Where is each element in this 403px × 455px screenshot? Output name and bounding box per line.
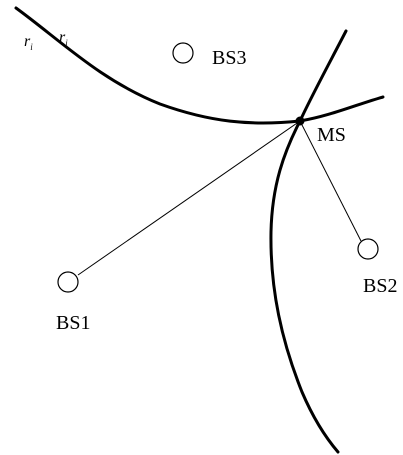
link-ms-bs1 <box>77 120 301 276</box>
mobile-station-marker <box>295 116 305 126</box>
link-ms-bs2 <box>299 120 362 242</box>
curve-label-2-base: r <box>59 29 66 46</box>
range-curve-left <box>14 6 385 125</box>
curve-label-1-base: r <box>24 33 31 50</box>
range-curve-right <box>269 29 348 454</box>
mobile-station-label: MS <box>317 124 346 146</box>
base-station-bs2-marker <box>357 238 379 260</box>
curve-label-2: ri <box>59 29 68 48</box>
base-station-bs2-label: BS2 <box>363 275 397 297</box>
base-station-bs3-label: BS3 <box>212 47 246 69</box>
curve-label-2-sub: i <box>65 38 68 48</box>
base-station-bs1-label: BS1 <box>56 312 90 334</box>
curve-label-1: ri <box>24 33 33 52</box>
curve-label-1-sub: i <box>30 42 33 52</box>
base-station-bs3-marker <box>172 42 194 64</box>
base-station-bs1-marker <box>57 271 79 293</box>
